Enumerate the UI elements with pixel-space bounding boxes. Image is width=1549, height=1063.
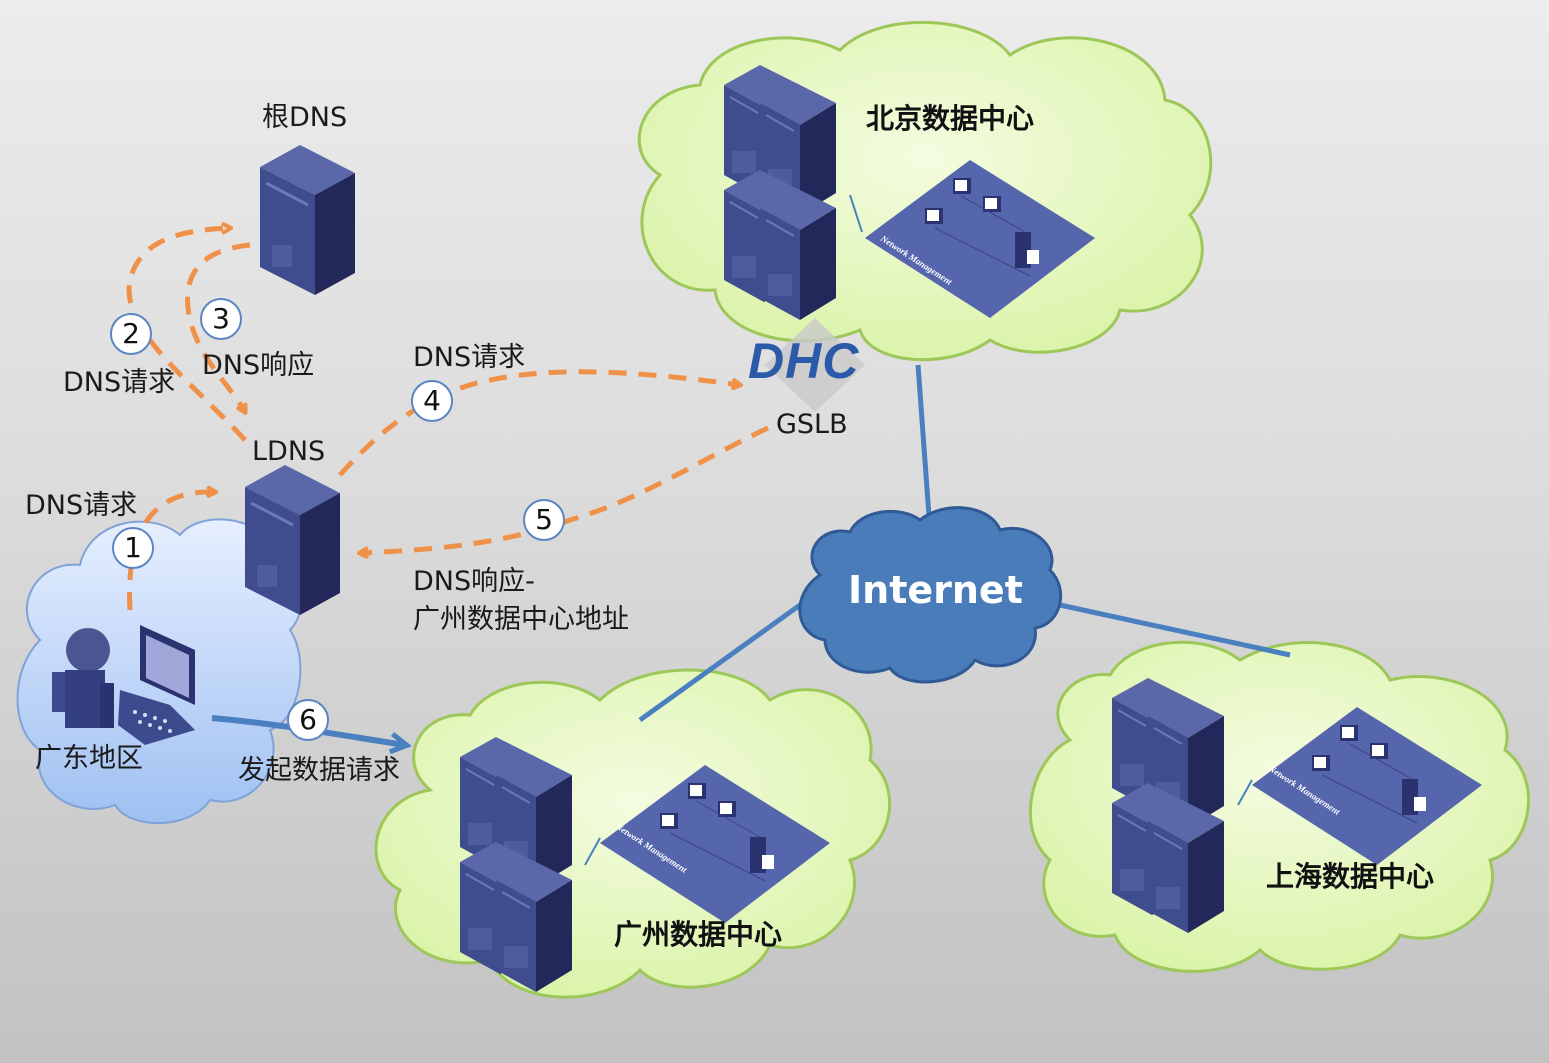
step-5-badge: 5	[523, 499, 565, 541]
step-5-label-line1: DNS响应-	[413, 566, 535, 597]
step-3-label: DNS响应	[202, 350, 315, 381]
step-2-badge: 2	[110, 313, 152, 355]
flow-step-1	[127, 492, 215, 611]
flow-step-4	[338, 369, 740, 477]
gslb-label: GSLB	[776, 409, 848, 440]
dhc-logo: DHC	[748, 333, 860, 389]
internet-cloud	[798, 506, 1063, 684]
step-6-label: 发起数据请求	[238, 755, 400, 786]
step-1-badge: 1	[112, 527, 154, 569]
gslb-diamond-icon	[765, 318, 865, 412]
flow-step-5	[360, 425, 770, 553]
flow-step-3	[185, 242, 251, 412]
client-region-label: 广东地区	[35, 743, 143, 774]
beijing-rack-icon	[724, 65, 836, 320]
step-2-label: DNS请求	[63, 367, 176, 398]
step-6-badge: 6	[287, 699, 329, 741]
shanghai-dc-cloud	[1028, 640, 1530, 973]
internet-label: Internet	[848, 568, 1023, 612]
guangzhou-rack-icon	[460, 737, 572, 992]
ldns-label: LDNS	[252, 436, 326, 467]
root-dns-server-icon	[258, 143, 357, 297]
link-internet-shanghai	[1059, 602, 1291, 658]
step-4-label: DNS请求	[413, 342, 526, 373]
step-4-badge: 4	[411, 380, 453, 422]
ldns-server-icon	[243, 463, 342, 617]
shanghai-dc-label: 上海数据中心	[1266, 860, 1435, 893]
link-internet-guangzhou	[638, 602, 802, 723]
beijing-dc-label: 北京数据中心	[866, 102, 1035, 135]
user-icon	[52, 628, 114, 728]
guangzhou-dc-label: 广州数据中心	[614, 918, 783, 951]
root-dns-label: 根DNS	[262, 102, 348, 133]
step-3-badge: 3	[200, 298, 242, 340]
step-1-label: DNS请求	[25, 490, 138, 521]
flow-step-2	[126, 228, 247, 442]
link-beijing-internet	[915, 364, 933, 531]
laptop-icon	[118, 625, 195, 745]
shanghai-rack-icon	[1112, 678, 1224, 933]
step-5-label-line2: 广州数据中心地址	[413, 604, 629, 635]
